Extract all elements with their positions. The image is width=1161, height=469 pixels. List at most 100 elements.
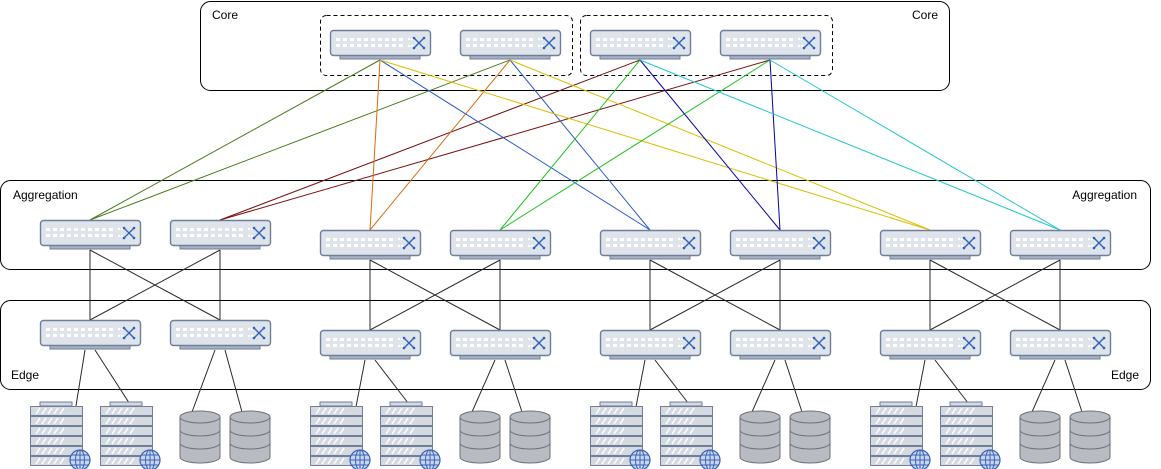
core-label-left: Core bbox=[212, 8, 238, 22]
pod-1-storage-1 bbox=[179, 410, 221, 464]
aggregation-switch-1 bbox=[39, 219, 142, 250]
pod-2-server-2 bbox=[380, 401, 441, 469]
pod-0-link-2 bbox=[89, 249, 221, 321]
uplink-11 bbox=[499, 59, 771, 231]
aggregation-switch-7 bbox=[879, 229, 982, 260]
edge-switch-1 bbox=[39, 319, 142, 350]
pod-3-storage-1 bbox=[739, 410, 781, 464]
network-switch-icon bbox=[962, 336, 976, 350]
edge-switch-2 bbox=[169, 319, 272, 350]
uplink-13 bbox=[769, 59, 781, 231]
uplink-6 bbox=[379, 59, 651, 231]
core-layer-box bbox=[200, 1, 950, 91]
aggregation-switch-5 bbox=[599, 229, 702, 260]
globe-icon bbox=[69, 449, 91, 469]
network-switch-icon bbox=[402, 336, 416, 350]
network-switch-icon bbox=[672, 36, 686, 50]
pod-2-storage-1 bbox=[459, 410, 501, 464]
uplink-10 bbox=[499, 59, 641, 231]
core-switch-4 bbox=[719, 29, 822, 60]
core-label-right: Core bbox=[912, 8, 938, 22]
network-switch-icon bbox=[812, 336, 826, 350]
aggregation-label-left: Aggregation bbox=[13, 188, 78, 202]
uplink-15 bbox=[769, 59, 1061, 231]
uplink-9 bbox=[509, 59, 931, 231]
uplink-3 bbox=[219, 59, 771, 221]
edge-switch-4 bbox=[449, 329, 552, 360]
globe-icon bbox=[699, 449, 721, 469]
edge-storage-0-a bbox=[191, 349, 216, 413]
globe-icon bbox=[629, 449, 651, 469]
uplink-4 bbox=[369, 59, 381, 231]
network-switch-icon bbox=[402, 236, 416, 250]
edge-storage-0-b bbox=[224, 349, 243, 413]
pod-3-server-1 bbox=[590, 401, 651, 469]
edge-storage-1-b bbox=[504, 359, 523, 413]
network-switch-icon bbox=[542, 36, 556, 50]
edge-server-3-a bbox=[914, 359, 926, 413]
uplink-8 bbox=[379, 59, 931, 231]
aggregation-switch-3 bbox=[319, 229, 422, 260]
aggregation-switch-2 bbox=[169, 219, 272, 250]
network-switch-icon bbox=[122, 326, 136, 340]
network-switch-icon bbox=[122, 226, 136, 240]
pod-1-server-1 bbox=[30, 401, 91, 469]
pod-4-server-1 bbox=[870, 401, 931, 469]
edge-label-right: Edge bbox=[1111, 368, 1139, 382]
edge-server-2-a bbox=[634, 359, 646, 413]
pod-1-storage-2 bbox=[229, 410, 271, 464]
network-switch-icon bbox=[682, 236, 696, 250]
edge-storage-1-a bbox=[471, 359, 496, 413]
aggregation-switch-6 bbox=[729, 229, 832, 260]
globe-icon bbox=[419, 449, 441, 469]
edge-storage-3-b bbox=[1064, 359, 1083, 413]
uplink-2 bbox=[219, 59, 641, 221]
edge-switch-5 bbox=[599, 329, 702, 360]
network-switch-icon bbox=[252, 326, 266, 340]
uplink-14 bbox=[639, 59, 1061, 231]
network-switch-icon bbox=[682, 336, 696, 350]
network-switch-icon bbox=[532, 236, 546, 250]
uplink-12 bbox=[639, 59, 781, 231]
uplink-7 bbox=[509, 59, 651, 231]
pod-4-storage-2 bbox=[1069, 410, 1111, 464]
aggregation-switch-4 bbox=[449, 229, 552, 260]
pod-1-server-2 bbox=[100, 401, 161, 469]
edge-switch-7 bbox=[879, 329, 982, 360]
pod-2-link-2 bbox=[649, 259, 781, 331]
edge-layer-box bbox=[0, 300, 1151, 390]
network-switch-icon bbox=[252, 226, 266, 240]
edge-storage-2-b bbox=[784, 359, 803, 413]
pod-4-server-2 bbox=[940, 401, 1001, 469]
uplink-5 bbox=[369, 59, 511, 231]
network-switch-icon bbox=[1092, 236, 1106, 250]
edge-server-0-a bbox=[74, 349, 86, 413]
core-group-right bbox=[580, 15, 833, 76]
edge-switch-6 bbox=[729, 329, 832, 360]
pod-1-link-2 bbox=[369, 259, 501, 331]
globe-icon bbox=[909, 449, 931, 469]
aggregation-switch-8 bbox=[1009, 229, 1112, 260]
aggregation-layer-box bbox=[0, 180, 1151, 270]
uplink-1 bbox=[89, 59, 511, 221]
core-switch-3 bbox=[589, 29, 692, 60]
devices-layer bbox=[30, 29, 1112, 469]
core-switch-1 bbox=[329, 29, 432, 60]
pod-2-storage-2 bbox=[509, 410, 551, 464]
core-switch-2 bbox=[459, 29, 562, 60]
pod-3-storage-2 bbox=[789, 410, 831, 464]
network-switch-icon bbox=[412, 36, 426, 50]
edge-switch-3 bbox=[319, 329, 422, 360]
pod-2-server-1 bbox=[310, 401, 371, 469]
core-group-left bbox=[320, 15, 573, 76]
pod-3-link-2 bbox=[929, 259, 1061, 331]
globe-icon bbox=[139, 449, 161, 469]
aggregation-label-right: Aggregation bbox=[1072, 188, 1137, 202]
network-switch-icon bbox=[802, 36, 816, 50]
network-switch-icon bbox=[812, 236, 826, 250]
edge-server-1-a bbox=[354, 359, 366, 413]
globe-icon bbox=[349, 449, 371, 469]
edge-storage-3-a bbox=[1031, 359, 1056, 413]
network-switch-icon bbox=[962, 236, 976, 250]
edge-label-left: Edge bbox=[11, 368, 39, 382]
